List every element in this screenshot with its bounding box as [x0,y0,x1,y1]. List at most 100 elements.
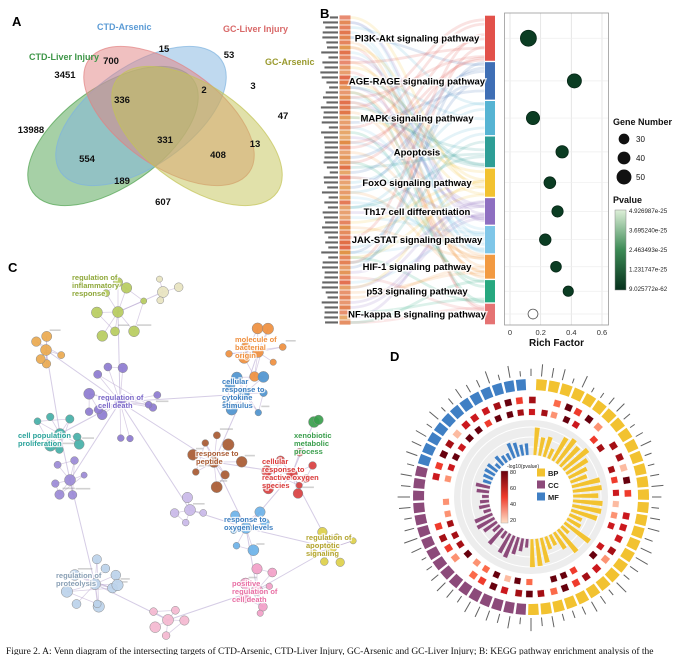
term-ticks [397,364,664,632]
venn-count: 13988 [18,125,44,136]
network-node [239,592,250,604]
x-axis-title: Rich Factor [529,338,584,349]
svg-text:30: 30 [636,135,645,144]
network-node [91,306,103,319]
network-node [80,471,88,479]
network-node [44,439,57,452]
network-node [110,326,120,337]
network-node [187,449,199,461]
svg-text:4.926987e-25: 4.926987e-25 [629,208,668,215]
network-node [210,481,223,493]
network-node [267,567,278,578]
network-node [114,396,126,408]
network-node [251,584,263,596]
venn-count: 331 [157,135,174,146]
network-node [149,607,158,616]
legend-label: CC [548,481,559,490]
network-node [110,569,121,581]
network-node [140,297,148,305]
gene-node-bar [339,15,351,325]
network-node [156,296,165,305]
venn-set-label: CTD-Arsenic [97,22,152,32]
network-node [295,481,303,489]
svg-text:-log10(pvalue): -log10(pvalue) [507,464,539,470]
venn-set-label: CTD-Liver Injury [29,52,99,62]
network-node [111,579,124,592]
dotplot-point [551,205,564,218]
network-node [208,456,220,468]
network-node [31,336,42,347]
svg-text:80: 80 [510,470,516,476]
dotplot-point [566,73,582,89]
network-node [60,585,73,598]
svg-text:20: 20 [510,518,516,524]
network-node [71,599,82,609]
network-node [102,289,110,298]
heatmap-ring-outer [431,396,632,598]
network-node [93,405,103,415]
network-node [252,346,264,358]
svg-text:0: 0 [508,328,512,337]
network-node [70,456,79,465]
network-node [236,456,248,468]
network-node [199,509,207,517]
network-node [262,483,274,495]
network-node [161,631,171,640]
network-node [261,465,273,477]
network-node [169,508,180,518]
network-node [41,331,53,342]
network-node [54,489,65,500]
svg-text:PI3K-Akt signaling pathway: PI3K-Akt signaling pathway [355,34,480,45]
venn-count: 189 [114,176,130,187]
network-node [144,400,153,409]
venn-set-label: GC-Liver Injury [223,24,288,34]
network-node [117,362,128,373]
network-node [184,504,196,516]
sankey-flows [350,16,485,324]
network-node [65,414,75,424]
network-node [265,582,273,590]
network-node [259,388,268,397]
bar-ring [473,427,604,568]
svg-text:HIF-1 signaling pathway: HIF-1 signaling pathway [363,262,472,273]
heatmap-ring-inner [442,408,620,586]
svg-text:2.463493e-25: 2.463493e-25 [629,247,668,254]
network-node [241,341,250,351]
network-node [213,431,221,440]
network-node [64,474,76,486]
dotplot-point [562,285,574,297]
network-node [120,282,133,294]
network-node [201,439,209,447]
pvalue-legend: Pvalue4.926987e-253.695240e-252.463493e-… [613,195,668,293]
category-ring [413,379,650,616]
network-node [57,351,66,359]
venn-count: 53 [224,50,235,61]
network-node [254,506,266,518]
network-node [225,350,233,358]
network-node [231,371,243,384]
dotplot-point [550,260,562,273]
svg-text:1.231747e-25: 1.231747e-25 [629,267,668,274]
svg-text:60: 60 [510,486,516,492]
dotplot-point [543,176,557,189]
network-node [313,414,324,425]
svg-text:0.6: 0.6 [597,328,607,337]
network-node [73,432,82,442]
network-node [84,407,94,416]
network-node [181,492,193,503]
network-node [222,399,231,408]
svg-text:NF-kappa B signaling pathway: NF-kappa B signaling pathway [348,310,486,321]
network-node [54,428,66,440]
